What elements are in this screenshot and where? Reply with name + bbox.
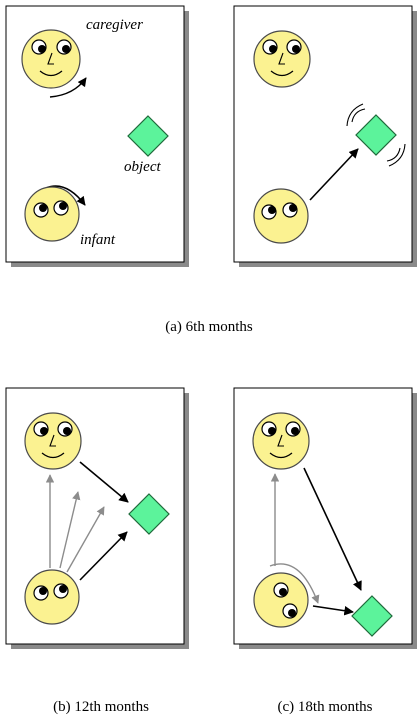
object-diamond-icon — [346, 103, 406, 167]
caregiver-face-icon — [24, 412, 82, 470]
panel-12mo — [5, 387, 189, 649]
infant-face-icon — [24, 186, 80, 242]
caption-c: (c) 18th months — [278, 699, 373, 715]
gaze-arrow-mid — [59, 491, 81, 569]
caregiver-face-icon — [253, 30, 311, 88]
caregiver-turn-arrow — [49, 77, 87, 98]
infant-face-icon — [253, 572, 309, 628]
panel-6mo-right — [233, 5, 417, 267]
infant-to-object-arrow — [79, 531, 128, 581]
caregiver-face-icon — [21, 29, 81, 89]
infant-to-object-arrow — [309, 148, 359, 201]
caregiver-face-icon — [252, 412, 310, 470]
caption-a: (a) 6th months — [165, 319, 253, 335]
caregiver-to-object-arrow — [79, 461, 129, 503]
object-diamond-icon — [128, 493, 170, 535]
infant-face-icon — [253, 188, 309, 244]
caregiver-to-object-arrow — [303, 467, 362, 591]
object-diamond-icon — [351, 595, 393, 637]
gaze-arrow-right — [66, 506, 105, 573]
infant-label: infant — [80, 232, 116, 248]
gaze-turn-arrow — [269, 563, 320, 604]
infant-face-icon — [24, 569, 80, 625]
object-diamond-icon — [127, 115, 169, 157]
caregiver-label: caregiver — [86, 17, 143, 33]
panel-18mo — [233, 387, 417, 649]
panel-6mo-left: caregiver object infant — [5, 5, 189, 267]
caption-b: (b) 12th months — [53, 699, 149, 715]
object-label: object — [124, 159, 161, 175]
infant-to-object-arrow — [312, 605, 354, 616]
